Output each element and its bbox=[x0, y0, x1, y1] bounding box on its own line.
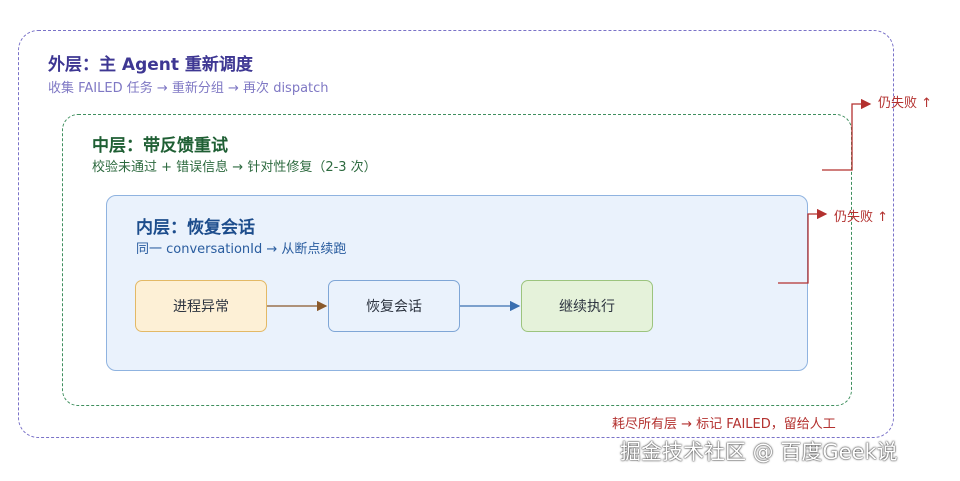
watermark: 掘金技术社区 @ 百度Geek说 bbox=[620, 440, 898, 464]
outer-layer-box bbox=[18, 30, 894, 438]
inner-layer-title: 内层：恢复会话 bbox=[136, 218, 255, 238]
step-continue-execution: 继续执行 bbox=[521, 280, 653, 332]
middle-layer-title: 中层：带反馈重试 bbox=[92, 136, 228, 156]
escalation-label-inner-to-middle: 仍失败 ↑ bbox=[834, 210, 889, 225]
inner-layer-subtitle: 同一 conversationId → 从断点续跑 bbox=[136, 242, 347, 257]
exhausted-label: 耗尽所有层 → 标记 FAILED，留给人工 bbox=[612, 417, 836, 432]
escalation-inner-to-middle-bracket bbox=[778, 208, 828, 284]
step-resume-session: 恢复会话 bbox=[328, 280, 460, 332]
outer-layer-subtitle: 收集 FAILED 任务 → 重新分组 → 再次 dispatch bbox=[48, 81, 329, 96]
outer-layer-title: 外层：主 Agent 重新调度 bbox=[48, 55, 253, 75]
middle-layer-subtitle: 校验未通过 + 错误信息 → 针对性修复（2-3 次） bbox=[92, 160, 377, 175]
escalation-middle-to-outer-bracket bbox=[822, 98, 872, 171]
escalation-label-middle-to-outer: 仍失败 ↑ bbox=[878, 96, 933, 111]
step-process-error: 进程异常 bbox=[135, 280, 267, 332]
middle-layer-box bbox=[62, 114, 852, 406]
